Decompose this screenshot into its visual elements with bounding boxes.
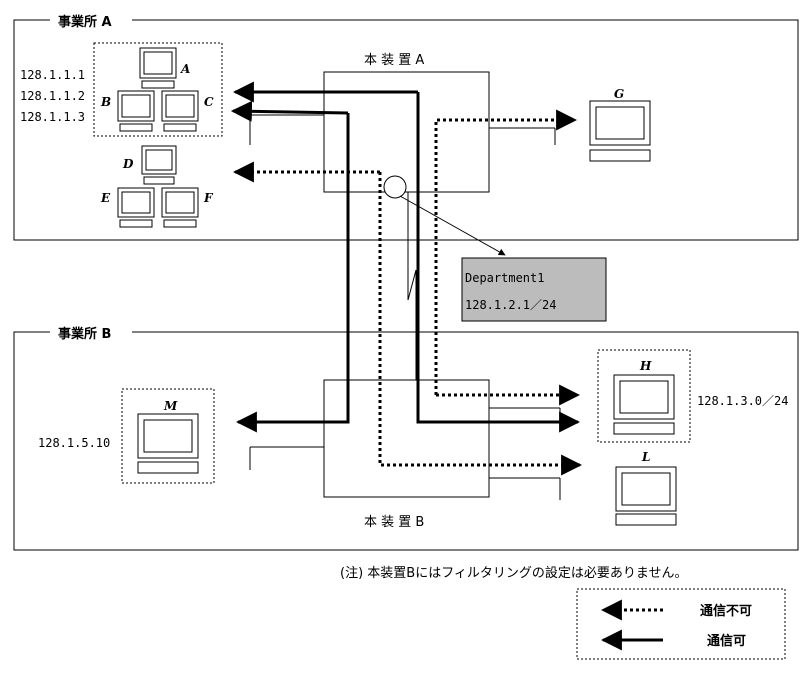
pc-label-c: C: [204, 95, 214, 109]
pc-group-box-a: [93, 42, 223, 137]
department-name: Department1: [465, 271, 544, 285]
pc-g: [589, 100, 651, 162]
pc-e: [117, 187, 155, 228]
ip-a-3: 128.1.1.3: [20, 110, 85, 124]
pc-l: [615, 466, 677, 526]
filter-point-circle: [383, 175, 407, 199]
pc-label-g: G: [614, 87, 624, 101]
note-text: (注) 本装置Bにはフィルタリングの設定は必要ありません。: [340, 565, 688, 581]
pc-label-d: D: [122, 157, 134, 171]
pc-a: [139, 47, 177, 89]
department-ip: 128.1.2.1／24: [465, 298, 556, 312]
office-b-frame: [13, 331, 799, 551]
pc-b: [117, 90, 155, 132]
pc-label-l: L: [641, 450, 650, 464]
callout-line: [399, 195, 506, 256]
office-b-label: 事業所 B: [58, 326, 111, 342]
pc-label-f: F: [203, 191, 214, 205]
wan-link: [407, 192, 417, 380]
pc-m: [137, 413, 199, 474]
pc-c: [161, 90, 199, 132]
pc-f: [161, 187, 199, 228]
pc-label-m: M: [163, 399, 178, 413]
legend-blocked-label: 通信不可: [700, 603, 752, 619]
pc-group-box-h: [597, 349, 691, 443]
ip-a-1: 128.1.1.1: [20, 68, 85, 82]
pc-label-a: A: [180, 62, 190, 76]
ip-b-left: 128.1.5.10: [38, 436, 110, 450]
pc-label-e: E: [100, 191, 111, 205]
device-a-left-ports: [249, 114, 324, 145]
allowed-path-2: [230, 100, 350, 433]
department-box: [461, 257, 607, 322]
device-a-label: 本 装 置 A: [364, 53, 424, 68]
legend-box: [576, 588, 786, 660]
legend-allowed-label: 通信可: [707, 633, 746, 649]
pc-h: [613, 374, 675, 435]
device-a-right-port: [489, 127, 556, 145]
office-a-frame: [13, 19, 799, 241]
pc-d: [141, 145, 177, 185]
pc-label-h: H: [639, 359, 652, 373]
device-b-left-port: [249, 446, 324, 470]
blocked-path-2: [232, 161, 583, 476]
blocked-path-1: [434, 109, 581, 406]
ip-b-right: 128.1.3.0／24: [697, 394, 788, 408]
device-b-label: 本 装 置 B: [364, 515, 424, 530]
device-b-box: [323, 379, 490, 498]
pc-group-box-m: [121, 388, 215, 484]
office-a-label: 事業所 A: [58, 14, 112, 30]
pc-label-b: B: [100, 95, 111, 109]
allowed-path-1: [232, 81, 581, 433]
ip-a-2: 128.1.1.2: [20, 89, 85, 103]
